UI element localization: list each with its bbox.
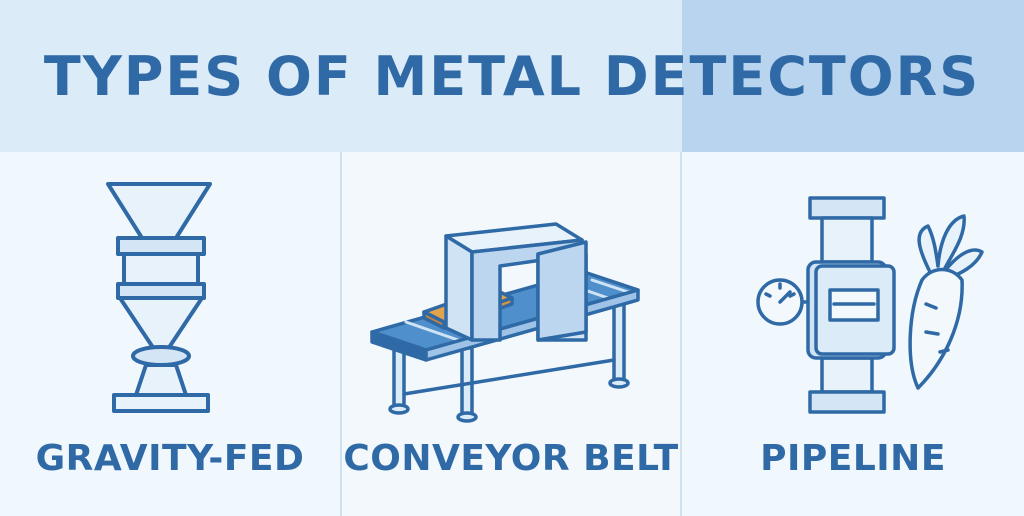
panel-gravity-fed: GRAVITY-FED xyxy=(0,152,340,516)
panel-conveyor-belt: CONVEYOR BELT xyxy=(342,152,680,516)
header: TYPES OF METAL DETECTORS xyxy=(0,0,1024,152)
pipeline-detector-icon xyxy=(756,196,984,414)
panel-label: PIPELINE xyxy=(760,438,946,479)
divider xyxy=(680,152,682,516)
panel-label: CONVEYOR BELT xyxy=(343,438,679,479)
header-accent xyxy=(682,0,1024,152)
divider xyxy=(340,152,342,516)
panel-pipeline: PIPELINE xyxy=(682,152,1024,516)
gravity-fed-detector-icon xyxy=(106,182,212,413)
page-title: TYPES OF METAL DETECTORS xyxy=(43,44,981,108)
panel-label: GRAVITY-FED xyxy=(35,438,305,479)
conveyor-belt-detector-icon xyxy=(370,222,640,423)
